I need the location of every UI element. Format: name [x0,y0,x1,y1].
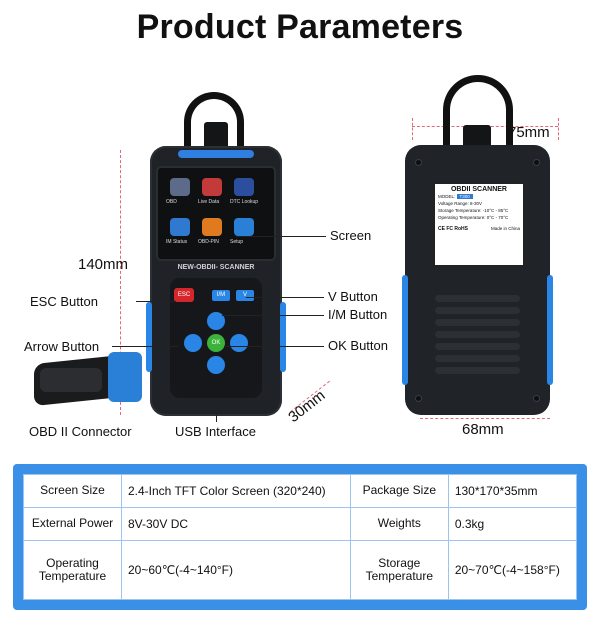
back-grill [435,307,520,314]
back-left-grip [402,275,408,385]
car-icon [234,178,254,196]
operating-temp: Operating Temperature: 0°C - 70°C [438,215,509,220]
spec-label: Screen Size [23,474,122,508]
screen-callout-line [236,236,326,237]
screen-app-label: OBD-PIN [198,239,219,245]
spec-label: Package Size [349,474,449,508]
brand-text: NEW-OBDII- SCANNER [177,264,255,271]
screw [415,395,422,402]
screen-app-label: Live Data [198,199,220,205]
screw [533,395,540,402]
model-label: MODEL: [438,194,456,199]
im-callout-line [222,315,324,316]
screen-app-label: IM Status [166,239,188,245]
ok-key: OK [207,334,225,352]
arrow-right-icon [230,334,248,352]
label-title: OBDII SCANNER [450,186,507,193]
screen-app-label: DTC Lookup [230,199,259,205]
back-grill [435,295,520,302]
back-grill [435,343,520,350]
back-grill [435,331,520,338]
gear-icon [234,218,254,236]
spec-value: 130*170*35mm [447,474,578,508]
spec-value: 8V-30V DC [121,506,351,541]
v-callout-line [246,297,324,298]
gauge-icon [202,178,222,196]
page-title: Product Parameters [136,8,464,46]
spec-label: External Power [23,506,122,541]
v-button-callout: V Button [328,289,378,304]
esc-callout-line [136,301,176,302]
obd-connector [34,350,144,415]
spec-value: 20~60℃(-4~140°F) [121,539,351,601]
storage-temp: Storage Temperature: -10°C - 85°C [438,208,509,213]
spec-value: 2.4-Inch TFT Color Screen (320*240) [121,474,351,508]
esc-key: ESC [174,288,194,302]
usb-callout-line [216,408,217,422]
scanner-front-view: OBD Live Data DTC Lookup IM Status OBD-PIN Se… [146,92,286,417]
voltage-range: Voltage Range: 8-30V [438,201,483,206]
height-dimension-label: 140mm [78,256,129,273]
keypad: ESC I/M V OK [170,278,262,398]
height-dimension-line [120,150,121,415]
screen-callout: Screen [330,228,372,243]
spec-value: 0.3kg [447,506,578,541]
arrow-button-callout: Arrow Button [24,339,100,354]
top-accent-bar [178,150,254,158]
connector-blue-shell [108,352,142,402]
back-grill [435,355,520,362]
screen-app-label: OBD [166,199,177,205]
scanner-screen: OBD Live Data DTC Lookup IM Status OBD-PIN Se… [156,166,276,261]
spec-value: 20~70℃(-4~158°F) [447,539,578,601]
width-dimension-label: 68mm [462,421,504,438]
ok-callout-line [224,346,324,347]
screen-app-label: Setup [230,239,244,245]
screw [533,159,540,166]
scanner-body: OBD Live Data DTC Lookup IM Status OBD-PIN Se… [150,146,282,416]
right-grip [280,302,286,372]
scanner-back-view: OBDII SCANNER MODEL: T300 Voltage Range:… [402,65,553,415]
im-button-callout: I/M Button [328,307,388,322]
spec-label-sticker: OBDII SCANNER MODEL: T300 Voltage Range:… [433,182,525,267]
obd-connector-callout: OBD II Connector [29,424,132,439]
status-icon [170,218,190,236]
arrow-callout-line [112,346,178,347]
cable [184,92,244,154]
pin-icon [202,218,222,236]
cert-marks: CE FC RoHS [438,226,468,232]
spec-label: Weights [349,506,449,541]
spec-label: Storage Temperature [349,539,449,601]
back-grill [435,367,520,374]
back-grill [435,319,520,326]
arrow-down-icon [207,356,225,374]
left-grip [146,302,152,372]
screw [415,159,422,166]
arrow-left-icon [184,334,202,352]
engine-icon [170,178,190,196]
im-key: I/M [212,290,230,301]
usb-interface-callout: USB Interface [175,424,256,439]
v-key: V [236,290,254,301]
arrow-up-icon [207,312,225,330]
spec-label: Operating Temperature [23,539,122,601]
back-cable [443,75,513,155]
model-value: T300 [456,194,473,199]
back-right-grip [547,275,553,385]
esc-button-callout: ESC Button [30,294,98,309]
thickness-dimension-label: 75mm [508,124,550,141]
ok-button-callout: OK Button [328,338,388,353]
origin: Made in China [490,226,520,231]
width-dimension-line [420,418,550,419]
